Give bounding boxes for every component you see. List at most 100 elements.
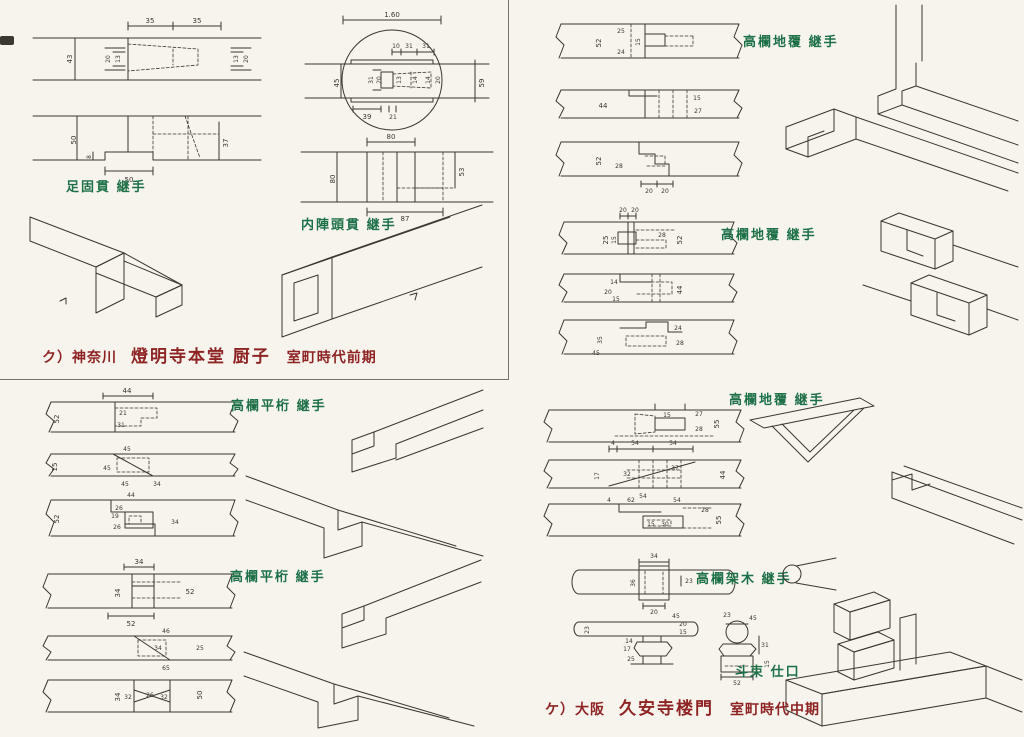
tozuka-isometric-drawing [782, 557, 1023, 727]
dim-label: 31 [117, 422, 125, 429]
dim-label: 20 [105, 55, 112, 63]
dim-label: 26 [113, 524, 121, 531]
caption-tomyoji: ク）神奈川燈明寺本堂 厨子室町時代前期 [42, 342, 377, 367]
label-koran-hiraketa-1: 高欄平桁 継手 [231, 398, 327, 413]
dim-label: 62 [627, 497, 635, 504]
dim-label: 13 [115, 55, 122, 63]
dim-label: 26 [115, 505, 123, 512]
dim-label: 45 [123, 446, 131, 453]
dim-label: 15 [764, 660, 771, 668]
dim-label: 23 [685, 578, 693, 585]
dim-label: 14 [425, 76, 432, 84]
dim-label: 31 [368, 76, 375, 84]
label-naijin-tsugite: 内陣頭貫 継手 [301, 217, 397, 232]
dim-label: 34 [114, 588, 122, 597]
dim-label: 32 [623, 471, 631, 478]
dim-label: 13 [396, 76, 403, 84]
dim-label: 52 [127, 620, 136, 628]
dim-label: 28 [695, 426, 703, 433]
dim-label: 52 [186, 588, 195, 596]
dim-label: 25 [196, 645, 204, 652]
dim-label: 28 [658, 232, 666, 239]
dim-label: 28 [676, 340, 684, 347]
dim-label: 45 [592, 350, 600, 357]
dim-label: 1.60 [384, 11, 400, 19]
dim-label: 52 [595, 39, 603, 48]
dim-label: 24 [617, 49, 625, 56]
dim-label: 43 [66, 55, 74, 64]
dim-label: 15 [51, 463, 59, 472]
dim-label: 20 [243, 55, 250, 63]
dim-label: 17 [594, 472, 601, 480]
dim-label: 21 [119, 410, 127, 417]
dim-label: 20 [650, 609, 658, 616]
dim-label: 80 [387, 133, 396, 141]
dim-label: 45 [121, 481, 129, 488]
dim-label: 23 [584, 626, 591, 634]
caption-kyuanji: ケ）大阪久安寺楼門室町時代中期 [545, 694, 820, 719]
dim-label: 20 [604, 289, 612, 296]
dim-label: 15 [693, 95, 701, 102]
dim-label: 28 [701, 507, 709, 514]
dim-label: 4 [607, 497, 611, 504]
dim-label: 20 [619, 207, 627, 214]
koran-hiraketa-isometric-1 [245, 389, 484, 559]
dim-label: 31 [761, 642, 769, 649]
dim-label: 14 [625, 638, 633, 645]
dim-label: 65 [162, 665, 170, 672]
dim-label: 87 [401, 215, 410, 223]
label-koran-jifuku-2: 高欄地覆 継手 [721, 227, 817, 242]
dim-label: 13 [233, 55, 240, 63]
dim-label: 26 [146, 692, 154, 699]
dim-label: 15 [635, 38, 642, 46]
dim-label: 23 [723, 612, 731, 619]
dim-label: 15 [612, 296, 620, 303]
koran-hiraketa-plan-drawing-1: 44 52 21 31 45 15 45 45 34 44 26 19 26 5… [45, 387, 239, 537]
dim-label: 55 [713, 420, 721, 429]
dim-label: 20 [661, 188, 669, 195]
dim-label: 24 [674, 325, 682, 332]
dim-label: 34 [135, 558, 144, 566]
caption-tomyoji-era: 室町時代前期 [286, 349, 377, 365]
dim-label: 32 [160, 694, 168, 701]
caption-kyuanji-era: 室町時代中期 [730, 701, 820, 717]
dim-label: 52 [53, 515, 61, 524]
dim-label: 31 [422, 43, 430, 50]
dim-label: 34 [153, 481, 161, 488]
dim-label: 25 [627, 656, 635, 663]
dim-label: 45 [672, 613, 680, 620]
dim-label: 54 [639, 493, 647, 500]
dim-label: 59 [478, 79, 486, 88]
dim-label: 4 [611, 440, 615, 447]
dim-label: 52 [733, 680, 741, 687]
dim-label: 20 [631, 207, 639, 214]
dim-label: 27 [694, 108, 702, 115]
dim-label: 31 [405, 43, 413, 50]
dim-label: 44 [123, 387, 132, 395]
dim-label: 14 [412, 76, 419, 84]
dim-label: 20 [645, 188, 653, 195]
dim-label: 30 [661, 521, 669, 528]
dim-label: 20 [679, 621, 687, 628]
dim-label: 52 [595, 157, 603, 166]
dim-label: 20 [435, 76, 442, 84]
dim-label: 35 [146, 17, 155, 25]
naijin-plan-drawing: 1.60 45 59 10 31 31 31 20 13 14 14 20 39… [300, 11, 494, 223]
dim-label: 17 [623, 646, 631, 653]
koran-jifuku-isometric-1 [785, 4, 1019, 192]
dim-label: 44 [127, 492, 135, 499]
dim-label: 55 [715, 516, 723, 525]
dim-label: 44 [599, 102, 608, 110]
dim-label: 50 [196, 691, 204, 700]
koran-jifuku-isometric-3 [749, 397, 1023, 545]
label-koran-hoki: 高欄架木 継手 [696, 571, 792, 586]
koran-hoki-tozuka-plan-drawing: 34 36 23 20 23 45 20 15 14 17 25 23 4 [571, 553, 771, 687]
dim-label: 25 [602, 236, 610, 245]
dim-label: 45 [333, 79, 341, 88]
caption-kyuanji-prefix: ケ）大阪 [545, 701, 605, 717]
koran-jifuku-isometric-2 [862, 212, 1019, 336]
dim-label: 15 [663, 412, 671, 419]
label-koran-jifuku-1: 高欄地覆 継手 [743, 34, 839, 49]
dim-label: 50 [70, 136, 78, 145]
scan-artifact [0, 36, 14, 45]
